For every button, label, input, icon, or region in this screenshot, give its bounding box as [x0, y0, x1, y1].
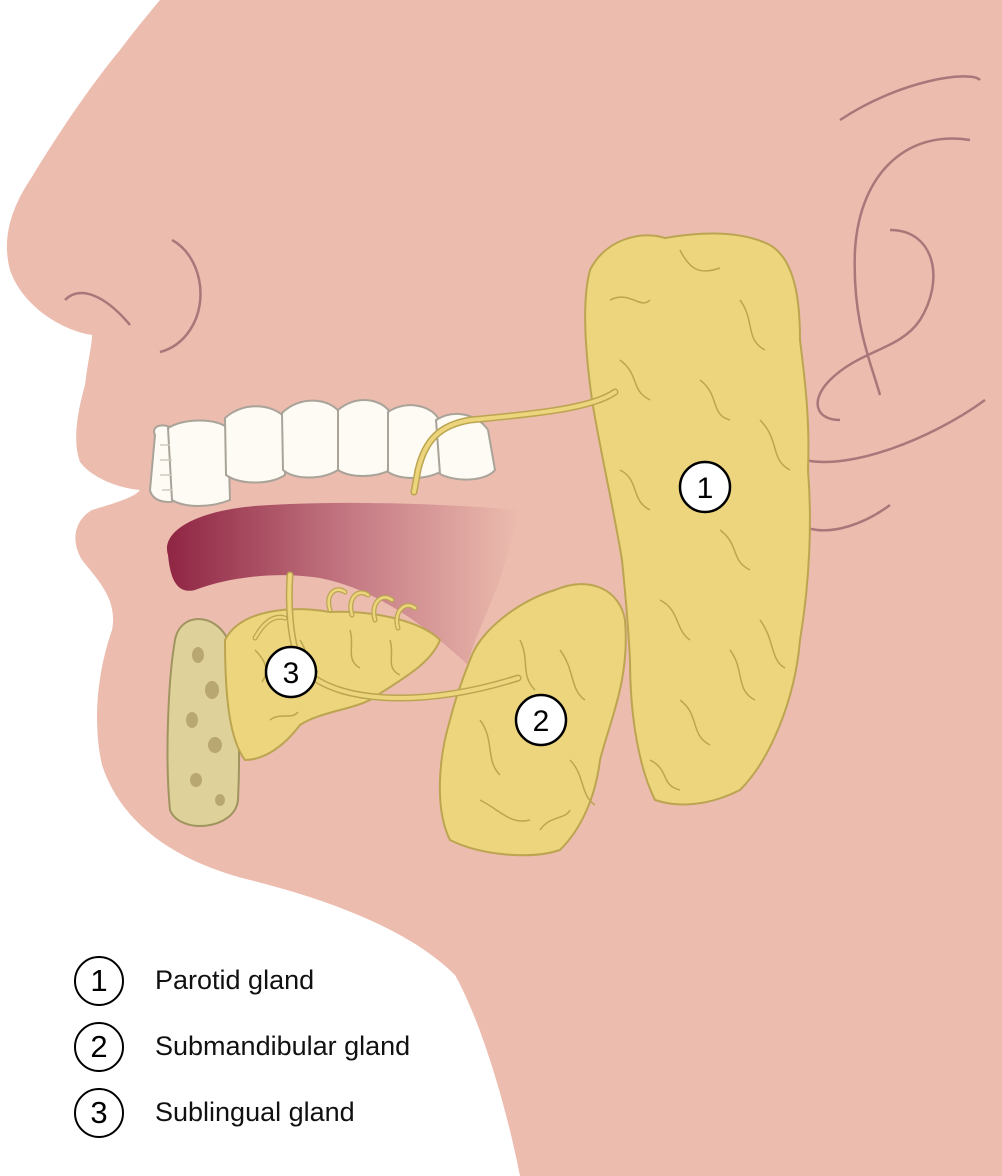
mandible-cross-section [166, 618, 240, 827]
legend-marker-3: 3 [74, 1088, 124, 1138]
marker-1: 1 [678, 460, 732, 514]
teeth-ridges [160, 444, 172, 491]
legend-label-sublingual: Sublingual gland [155, 1097, 355, 1127]
parotid-gland-texture [609, 249, 791, 791]
legend-item-submandibular: 2 Submandibular gland [72, 1021, 672, 1087]
legend-item-sublingual: 3 Sublingual gland [72, 1087, 672, 1153]
marker-3-label: 3 [283, 657, 300, 690]
marker-2-label: 2 [533, 705, 550, 738]
legend-label-submandibular: Submandibular gland [155, 1031, 411, 1061]
parotid-duct-core [412, 390, 617, 494]
legend-marker-2: 2 [74, 1022, 124, 1072]
legend-label-parotid: Parotid gland [155, 965, 315, 995]
upper-teeth [148, 399, 497, 507]
marker-3: 3 [264, 645, 318, 699]
legend-marker-1: 1 [74, 956, 124, 1006]
submandibular-duct-core [287, 573, 520, 701]
nostril-line [64, 291, 131, 326]
sublingual-ducts-core [253, 588, 417, 640]
ear-antihelix-line [816, 228, 935, 422]
legend: 1 Parotid gland 2 Submandibular gland 3 … [72, 955, 672, 1153]
ear-helix-line [853, 137, 971, 396]
tongue [166, 502, 521, 665]
parotid-gland [584, 232, 811, 806]
nose-wing-line [159, 238, 202, 354]
marker-2: 2 [514, 693, 568, 747]
bone-pores [186, 647, 225, 806]
marker-1-label: 1 [697, 472, 714, 505]
submandibular-gland-texture [479, 639, 596, 831]
ear-outline [839, 75, 981, 122]
legend-item-parotid: 1 Parotid gland [72, 955, 672, 1021]
